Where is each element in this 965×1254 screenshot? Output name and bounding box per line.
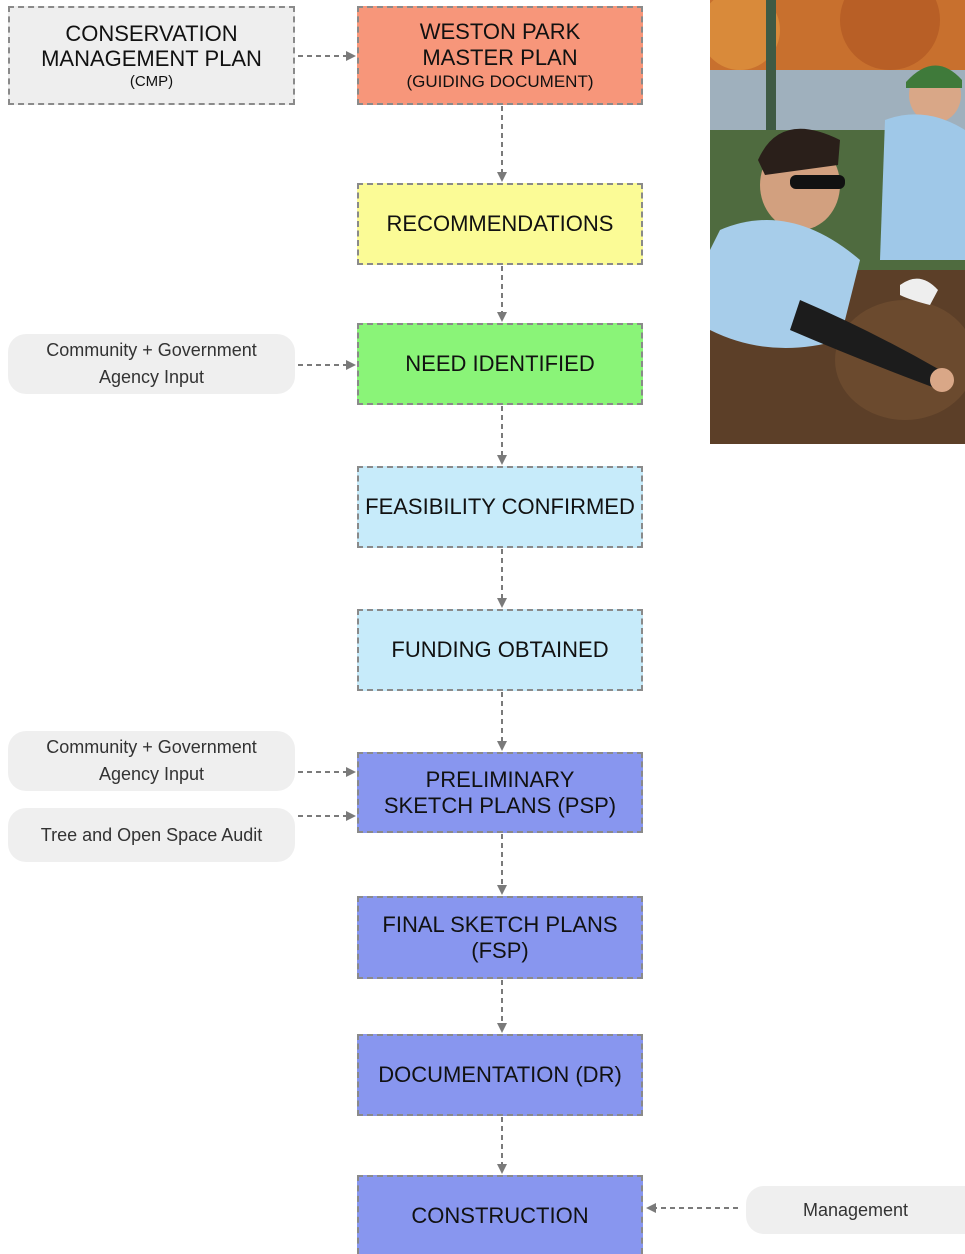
master-line3: (GUIDING DOCUMENT): [406, 72, 594, 92]
funding-obtained-box: FUNDING OBTAINED: [357, 609, 643, 691]
documentation-label: DOCUMENTATION (DR): [378, 1062, 622, 1088]
tree-audit-pill: Tree and Open Space Audit: [8, 808, 295, 862]
photo-illustration: [710, 0, 965, 444]
need-identified-box: NEED IDENTIFIED: [357, 323, 643, 405]
management-pill: Management: [746, 1186, 965, 1234]
community-input-pill: Community + Government Agency Input: [8, 334, 295, 394]
recommendations-box: RECOMMENDATIONS: [357, 183, 643, 265]
funding-label: FUNDING OBTAINED: [391, 637, 609, 663]
feasibility-label: FEASIBILITY CONFIRMED: [365, 494, 635, 520]
volunteers-planting-photo: [710, 0, 965, 444]
preliminary-sketch-plans-box: PRELIMINARY SKETCH PLANS (PSP): [357, 752, 643, 833]
cmp-box: CONSERVATION MANAGEMENT PLAN (CMP): [8, 6, 295, 105]
community-input-2-line2: Agency Input: [98, 764, 205, 784]
master-line2: MASTER PLAN: [422, 44, 578, 70]
cmp-line3: (CMP): [129, 73, 174, 91]
community-input-line1: Community + Government: [46, 340, 257, 360]
documentation-box: DOCUMENTATION (DR): [357, 1034, 643, 1116]
cmp-line2: MANAGEMENT PLAN: [41, 45, 262, 71]
master-plan-box: WESTON PARK MASTER PLAN (GUIDING DOCUMEN…: [357, 6, 643, 105]
community-input-line2: Agency Input: [98, 367, 205, 387]
psp-line2: SKETCH PLANS (PSP): [383, 792, 617, 818]
community-input-2-line1: Community + Government: [46, 737, 257, 757]
final-sketch-plans-box: FINAL SKETCH PLANS (FSP): [357, 896, 643, 979]
management-label: Management: [802, 1199, 909, 1220]
construction-label: CONSTRUCTION: [411, 1202, 589, 1228]
fsp-line2: (FSP): [471, 937, 529, 963]
community-input-pill-2: Community + Government Agency Input: [8, 731, 295, 791]
psp-line1: PRELIMINARY: [425, 767, 575, 793]
recommendations-label: RECOMMENDATIONS: [386, 211, 614, 237]
master-line1: WESTON PARK: [419, 19, 581, 45]
cmp-line1: CONSERVATION: [65, 20, 238, 46]
need-label: NEED IDENTIFIED: [405, 351, 595, 377]
fsp-line1: FINAL SKETCH PLANS: [382, 912, 618, 938]
feasibility-confirmed-box: FEASIBILITY CONFIRMED: [357, 466, 643, 548]
tree-audit-label: Tree and Open Space Audit: [40, 824, 263, 845]
construction-box: CONSTRUCTION: [357, 1175, 643, 1254]
